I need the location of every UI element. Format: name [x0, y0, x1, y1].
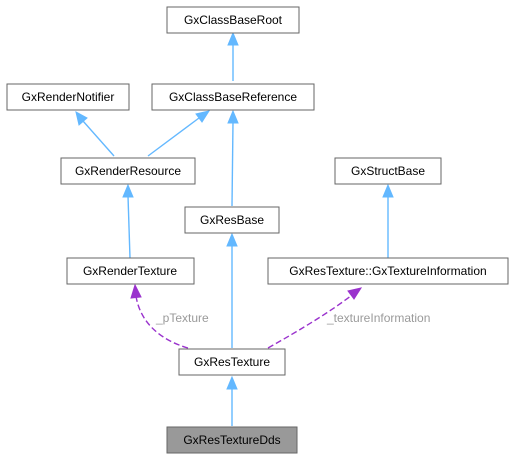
node-label: GxResBase	[200, 213, 264, 227]
inheritance-edges	[75, 31, 394, 426]
edge-label-p-texture: _pTexture	[155, 311, 209, 325]
arrow-reference-to-root	[227, 31, 239, 46]
edge-resbase-to-reference	[231, 121, 234, 207]
arrow-rendertexture-to-resource	[122, 183, 134, 198]
node-gx-res-texture-texture-information[interactable]: GxResTexture::GxTextureInformation	[267, 257, 509, 285]
node-gx-res-texture-dds[interactable]: GxResTextureDds	[166, 426, 298, 454]
node-gx-res-base[interactable]: GxResBase	[184, 206, 280, 234]
arrow-restexture-uses-textureinfo	[347, 287, 363, 300]
node-gx-render-notifier[interactable]: GxRenderNotifier	[6, 83, 130, 111]
node-gx-class-base-root[interactable]: GxClassBaseRoot	[166, 6, 300, 34]
edge-resource-to-notifier	[82, 120, 115, 157]
node-gx-struct-base[interactable]: GxStructBase	[334, 157, 442, 185]
node-label: GxRenderResource	[75, 164, 181, 178]
node-label: GxResTexture	[194, 355, 270, 369]
node-label: GxClassBaseReference	[169, 90, 297, 104]
arrow-restexture-to-resbase	[226, 232, 238, 247]
member-edges	[130, 283, 363, 349]
edge-rendertexture-to-resource	[127, 195, 131, 259]
edge-restexture-uses-textureinfo	[267, 294, 353, 349]
arrow-resbase-to-reference	[227, 109, 239, 124]
node-gx-render-resource[interactable]: GxRenderResource	[60, 157, 196, 185]
node-label: GxRenderNotifier	[22, 90, 115, 104]
arrow-resource-to-notifier	[75, 111, 88, 126]
node-label: GxResTexture::GxTextureInformation	[289, 264, 486, 278]
edge-resource-to-reference	[147, 117, 200, 157]
node-label: GxStructBase	[351, 164, 425, 178]
edge-label-texture-information: _textureInformation	[326, 311, 430, 325]
node-label: GxClassBaseRoot	[184, 13, 283, 27]
node-label: GxRenderTexture	[83, 264, 177, 278]
arrow-dds-to-restexture	[226, 375, 238, 390]
edge-restexture-uses-rendertexture	[135, 295, 189, 349]
node-gx-render-texture[interactable]: GxRenderTexture	[66, 257, 195, 285]
node-label: GxResTextureDds	[183, 433, 280, 447]
arrow-textureinfo-to-structbase	[382, 183, 394, 198]
node-gx-class-base-reference[interactable]: GxClassBaseReference	[151, 83, 315, 111]
arrow-resource-to-reference	[195, 110, 211, 123]
node-gx-res-texture[interactable]: GxResTexture	[178, 348, 286, 376]
arrow-restexture-uses-rendertexture	[130, 283, 142, 299]
